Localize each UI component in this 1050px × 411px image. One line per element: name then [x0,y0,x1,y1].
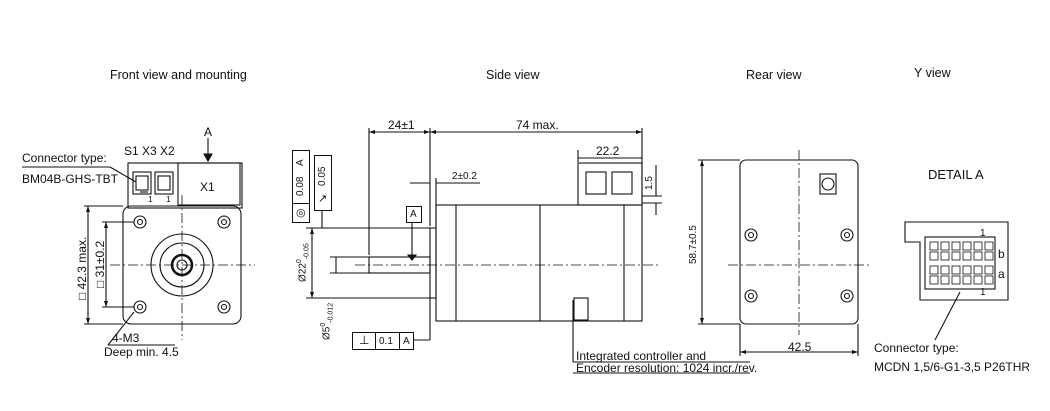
pin-1-label-a: 1 [148,194,153,204]
dim-shaft-diameter: Ø50-0.012 [320,302,335,340]
note-line-1: Integrated controller and [576,349,707,363]
pin-1-bottom-label: 1 [980,287,986,298]
front-view-drawing [22,138,255,346]
depth-label: Deep min. 4.5 [104,345,179,359]
view-arrow-label: A [204,125,213,139]
front-mounting-holes [133,215,231,314]
datum-a-label: A [410,209,417,220]
runout-value: 0.05 [317,166,328,186]
note-line-2: Encoder resolution: 1024 incr./rev. [576,361,758,375]
rear-dim-height: 58.7±0.5 [688,225,699,264]
front-view-title: Front view and mounting [110,68,247,82]
row-a-label: a [998,267,1005,281]
coaxiality-symbol-box: ◎ [292,203,310,223]
coax-datum-ref: A [295,159,306,166]
front-dim-height: □ 42.3 max. [75,236,89,300]
square-symbol: □ [93,277,107,288]
dim-pilot-diameter: Ø220-0.05 [296,243,311,282]
coaxiality-icon: ◎ [296,207,306,219]
rear-view-title: Rear view [746,68,802,82]
dim-shaft-length: 24±1 [388,118,415,132]
detail-a-title: DETAIL A [928,167,984,182]
rear-dim-width: 42.5 [788,340,812,354]
front-dim-hole-spacing: □ 31±0.2 [93,240,107,288]
pin-1-label-b: 1 [166,194,171,204]
detail-connector-label: Connector type: [874,341,959,355]
gdt-perpendicularity-frame: ⊥ 0.1 A [352,332,414,350]
perp-datum-ref: A [403,336,410,347]
switch-labels: S1 X3 X2 [124,144,175,158]
dim-connector-offset: 1.5 [644,176,655,190]
perp-value: 0.1 [379,336,393,347]
side-view-drawing [306,128,750,374]
dim-connector-width: 22.2 [596,144,620,158]
x1-label: X1 [200,180,215,194]
runout-icon: ↗ [318,193,328,205]
front-connector-value: BM04B-GHS-TBT [22,172,119,186]
dim-flange-thickness: 2±0.2 [452,171,477,182]
perpendicularity-icon: ⊥ [359,333,370,347]
dimension-arrowheads [86,130,858,354]
coax-value: 0.08 [295,176,306,196]
side-view-title: Side view [486,68,540,82]
pin-1-top-label: 1 [980,228,986,239]
rear-view-drawing [698,150,870,356]
square-symbol: □ [75,289,89,300]
detail-connector-value: MCDN 1,5/6-G1-3,5 P26THR [874,360,1031,374]
holes-label: 4-M3 [112,331,140,345]
gdt-runout-frame: 0.05 ↗ [314,155,332,211]
front-connector-label: Connector type: [22,151,107,165]
dim-total-length: 74 max. [516,118,559,132]
detail-a-drawing [904,221,1009,341]
datum-a-box: A [406,206,422,223]
rear-mounting-holes [744,228,854,303]
row-b-label: b [998,247,1005,261]
y-view-title: Y view [914,66,951,80]
